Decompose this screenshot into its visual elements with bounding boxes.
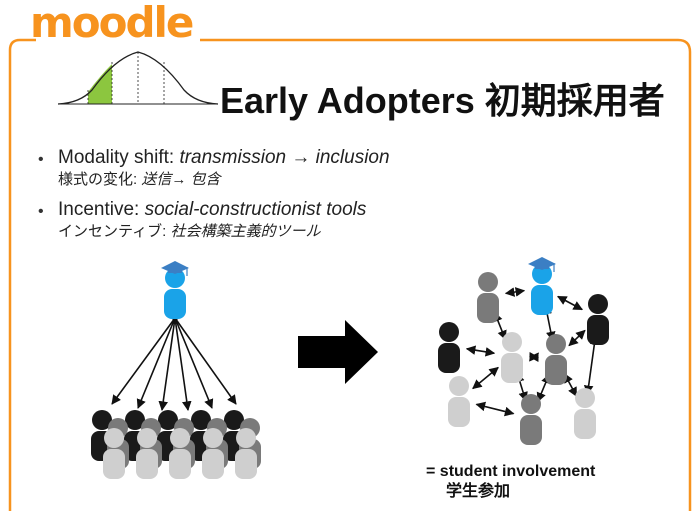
student-icon [545, 334, 567, 385]
interaction-arrow [504, 287, 526, 297]
caption-en: = student involvement [426, 463, 596, 480]
slide-title: Early Adopters 初期採用者 [220, 80, 665, 121]
bullet-ja: インセンティブ: 社会構築主義的ツール [58, 223, 321, 240]
student-icon [448, 376, 470, 427]
bullet-dot: • [38, 203, 44, 220]
bullet-ja: 様式の変化: 送信→ 包含 [58, 171, 221, 188]
broadcast-arrow [111, 317, 176, 405]
bullet-en: Modality shift: transmission → inclusion [58, 147, 390, 168]
interaction-arrow [472, 366, 499, 390]
broadcast-arrow [174, 317, 214, 409]
interaction-arrow [568, 329, 586, 347]
broadcast-arrow [158, 317, 176, 411]
bullet-item: • Modality shift: transmission → inclusi… [38, 146, 638, 190]
right-arrow-icon [298, 320, 378, 384]
bullet-item: • Incentive: social-constructionist tool… [38, 198, 638, 242]
student-icon [587, 294, 609, 345]
bullet-list: • Modality shift: transmission → inclusi… [38, 146, 638, 250]
teacher-icon [161, 261, 189, 319]
bullet-dot: • [38, 151, 44, 168]
student-icon [574, 388, 596, 439]
student-icon [520, 394, 542, 445]
student-icon [169, 428, 191, 479]
bullet-en: Incentive: social-constructionist tools [58, 199, 367, 220]
student-icon [103, 428, 125, 479]
student-icon [477, 272, 499, 323]
student-icon [501, 332, 523, 383]
student-icon [438, 322, 460, 373]
interaction-arrow [475, 401, 515, 417]
interaction-arrow [557, 295, 583, 311]
teacher-icon [528, 257, 556, 315]
bell-curve-early-adopters-fill [88, 64, 112, 104]
interaction-arrow [583, 334, 600, 396]
broadcast-arrow [174, 317, 237, 405]
caption-ja: 学生参加 [446, 483, 511, 500]
student-icon [202, 428, 224, 479]
student-icon [136, 428, 158, 479]
moodle-logo: moodle [30, 0, 194, 47]
student-icon [235, 428, 257, 479]
broadcast-arrow [136, 317, 176, 409]
interaction-arrow [465, 345, 496, 357]
caption: = student involvement 学生参加 [426, 462, 595, 502]
broadcast-arrow [174, 317, 192, 411]
